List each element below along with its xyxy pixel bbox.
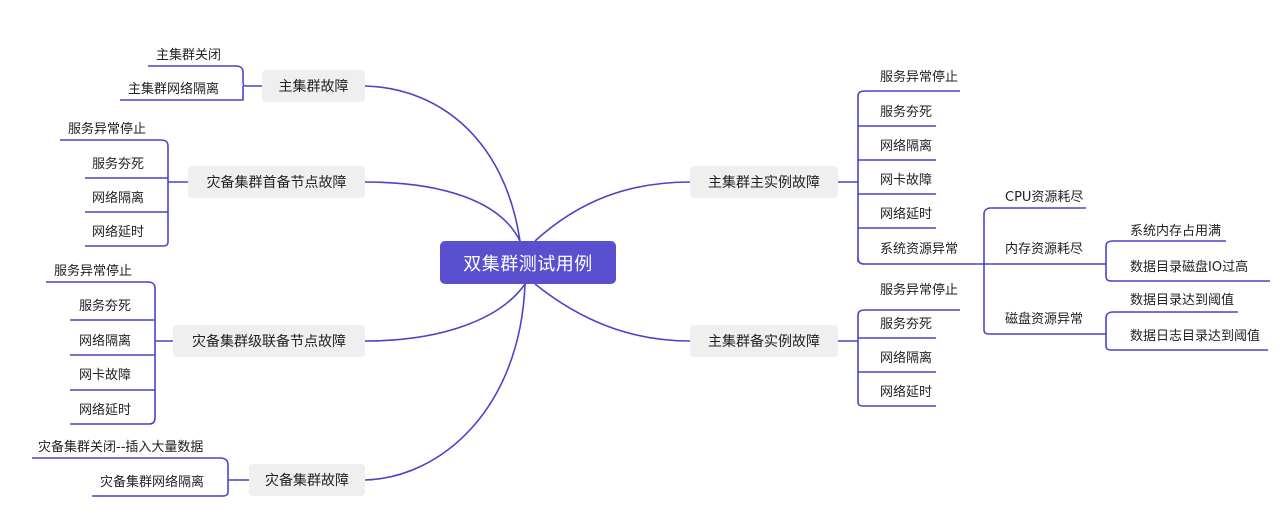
leaf-mem-full[interactable]: 系统内存占用满 — [1130, 224, 1222, 239]
leaf-b5-5[interactable]: 网络延时 — [880, 207, 933, 222]
leaf-b5-2[interactable]: 服务夯死 — [880, 105, 933, 120]
root-node[interactable]: 双集群测试用例 — [440, 241, 616, 284]
leaf-data-dir-threshold[interactable]: 数据目录达到阈值 — [1130, 293, 1235, 308]
edge-root-b5 — [534, 181, 691, 242]
leaf-b2-1[interactable]: 服务异常停止 — [68, 122, 147, 137]
edge-root-b6 — [534, 283, 691, 342]
edge-root-b2 — [364, 181, 521, 242]
edge-root-b4 — [364, 283, 526, 481]
edge-b1-bracket — [148, 65, 262, 87]
leaf-b2-2[interactable]: 服务夯死 — [92, 157, 145, 172]
leaf-b3-5[interactable]: 网络延时 — [79, 403, 132, 418]
leaf-log-dir-threshold[interactable]: 数据日志目录达到阈值 — [1130, 329, 1261, 344]
leaf-b5-4[interactable]: 网卡故障 — [880, 173, 933, 188]
leaf-b5-3[interactable]: 网络隔离 — [880, 139, 933, 154]
branch-main-primary-instance-failure[interactable]: 主集群主实例故障 — [690, 166, 838, 198]
leaf-b6-2[interactable]: 服务夯死 — [880, 317, 933, 332]
leaf-b3-4[interactable]: 网卡故障 — [79, 368, 132, 383]
leaf-b5-1[interactable]: 服务异常停止 — [880, 70, 959, 85]
leaf-disk-abnormal[interactable]: 磁盘资源异常 — [1005, 312, 1084, 327]
leaf-b3-2[interactable]: 服务夯死 — [79, 299, 132, 314]
leaf-b1-2[interactable]: 主集群网络隔离 — [128, 82, 220, 97]
leaf-b3-3[interactable]: 网络隔离 — [79, 334, 132, 349]
leaf-disk-io-high[interactable]: 数据目录磁盘IO过高 — [1130, 260, 1249, 275]
leaf-b6-3[interactable]: 网络隔离 — [880, 351, 933, 366]
leaf-cpu-exhausted[interactable]: CPU资源耗尽 — [1005, 190, 1084, 205]
leaf-b6-4[interactable]: 网络延时 — [880, 385, 933, 400]
leaf-b6-1[interactable]: 服务异常停止 — [880, 283, 959, 298]
leaf-memory-exhausted[interactable]: 内存资源耗尽 — [1005, 242, 1084, 257]
branch-main-cluster-failure[interactable]: 主集群故障 — [262, 70, 365, 102]
edge-root-b3 — [364, 283, 526, 342]
leaf-b4-2[interactable]: 灾备集群网络隔离 — [100, 475, 205, 490]
branch-main-standby-instance-failure[interactable]: 主集群备实例故障 — [690, 325, 838, 357]
branch-dr-cascade-standby-failure[interactable]: 灾备集群级联备节点故障 — [173, 325, 365, 357]
leaf-b4-1[interactable]: 灾备集群关闭--插入大量数据 — [38, 440, 204, 455]
leaf-b5-6-system-resource[interactable]: 系统资源异常 — [880, 242, 959, 257]
leaf-b2-4[interactable]: 网络延时 — [92, 225, 145, 240]
leaf-b3-1[interactable]: 服务异常停止 — [54, 264, 133, 279]
leaf-b2-3[interactable]: 网络隔离 — [92, 191, 145, 206]
branch-dr-cluster-failure[interactable]: 灾备集群故障 — [249, 464, 365, 496]
leaf-b1-1[interactable]: 主集群关闭 — [156, 48, 222, 63]
edge-root-b1 — [364, 85, 521, 242]
branch-dr-primary-standby-failure[interactable]: 灾备集群首备节点故障 — [188, 166, 365, 198]
